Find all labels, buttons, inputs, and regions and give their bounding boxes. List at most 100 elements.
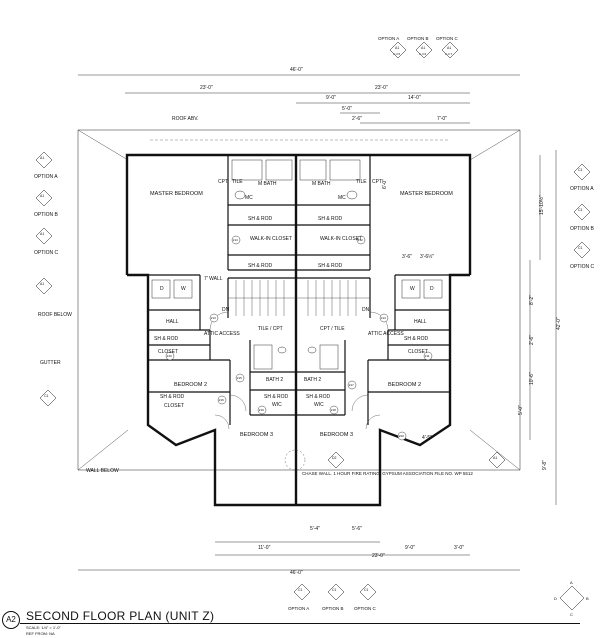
dim-overall-top: 46'-0": [290, 67, 303, 73]
dim-3-6: 3'-6": [402, 254, 412, 260]
dim-7-0: 7'-0": [437, 116, 447, 122]
room-bath2-right: BATH 2: [304, 377, 321, 383]
option-b-right: OPTION B: [570, 226, 595, 232]
room-master-right: MASTER BEDROOM: [400, 191, 453, 197]
option-b-bottom: OPTION B: [322, 606, 344, 611]
dim-8-2: 8'-2": [529, 295, 535, 305]
north-c: C: [570, 612, 573, 617]
north-b: B: [586, 596, 589, 601]
tag-left-c1: C1: [44, 394, 49, 398]
tag-a37: A-3.7: [445, 52, 453, 56]
option-a-bottom: OPTION A: [288, 606, 309, 611]
tag-a1b: A1: [421, 46, 425, 50]
room-shrod4-left: SH & ROD: [160, 394, 185, 400]
tag-a1: A1: [395, 46, 399, 50]
interior-walls: [148, 155, 450, 425]
label-chase-wall: CHASE WALL. 1 HOUR FIRE RATING, GYPSUM A…: [302, 471, 473, 476]
room-d-right: D: [430, 286, 434, 292]
dim-right-half: 23'-0": [375, 85, 388, 91]
room-bath2-left: BATH 2: [266, 377, 283, 383]
tag-right-c1-2: C1: [578, 208, 583, 212]
option-b-top: OPTION B: [407, 36, 429, 41]
dim-9-8: 9'-8": [542, 460, 548, 470]
room-master-left: MASTER BEDROOM: [150, 191, 203, 197]
label-gutter: GUTTER: [40, 360, 61, 366]
door-tag: 220: [399, 434, 404, 438]
tag-d2: D2: [332, 456, 337, 460]
room-d-left: D: [160, 286, 164, 292]
option-b-left: OPTION B: [34, 212, 59, 218]
option-c-right: OPTION C: [570, 264, 595, 270]
room-bedroom2-left: BEDROOM 2: [174, 382, 207, 388]
option-a-top: OPTION A: [378, 36, 399, 41]
dim-42-0: 42'-0": [556, 317, 562, 330]
tag-a1c: A1: [447, 46, 451, 50]
sheet-tag: A2: [2, 611, 20, 629]
room-shrod3-left: SH & ROD: [154, 336, 179, 342]
dim-4-5: 4'-5": [422, 435, 432, 441]
room-bedroom2-right: BEDROOM 2: [388, 382, 421, 388]
sheet-scale: SCALE: 1/4" = 1'-0": [26, 625, 61, 630]
tag-c1-b2: C1: [332, 588, 337, 592]
room-dn-left: DN: [222, 307, 230, 313]
north-a: A: [570, 580, 573, 585]
tag-a35: A-3.5: [393, 52, 401, 56]
dim-10-6: 10'-6": [529, 372, 535, 385]
door-tag: 216: [219, 398, 224, 402]
dim-5-4: 5'-4": [310, 526, 320, 532]
door-tag: 213: [381, 316, 386, 320]
north-d: D: [554, 596, 557, 601]
dim-left-half: 23'-0": [200, 85, 213, 91]
room-bedroom3-left: BEDROOM 3: [240, 432, 273, 438]
dim-3-0: 3'-0": [454, 545, 464, 551]
dim-overall-bottom: 46'-0": [290, 570, 303, 576]
room-shrod5-right: SH & ROD: [306, 394, 331, 400]
room-shrod1-left: SH & ROD: [248, 216, 273, 222]
room-w-right: W: [410, 286, 415, 292]
tag-c1-b1: C1: [298, 588, 303, 592]
sheet-title: SECOND FLOOR PLAN (UNIT Z): [26, 609, 215, 623]
tag-a36: A-3.6: [419, 52, 427, 56]
room-bedroom3-right: BEDROOM 3: [320, 432, 353, 438]
dim-23-0-bottom: 23'-0": [372, 553, 385, 559]
option-c-left: OPTION C: [34, 250, 59, 256]
dim-2-6b: 2'-6": [529, 335, 535, 345]
dim-9-0: 9'-0": [326, 95, 336, 101]
room-shrod3-right: SH & ROD: [404, 336, 429, 342]
room-attic-right: ATTIC ACCESS: [368, 331, 404, 337]
option-a-left: OPTION A: [34, 174, 58, 180]
label-wall-below: WALL BELOW: [86, 468, 119, 474]
door-tag: 214: [233, 238, 238, 242]
room-mbath-left: M BATH: [258, 181, 277, 187]
room-shrod2-right: SH & ROD: [318, 263, 343, 269]
room-cpt-right: CPT: [372, 179, 382, 185]
room-closet-right: CLOSET: [408, 349, 428, 355]
dim-9-0c: 9'-0": [405, 545, 415, 551]
room-shrod1-right: SH & ROD: [318, 216, 343, 222]
room-tile-right: TILE: [356, 179, 367, 185]
dim-14-0: 14'-0": [408, 95, 421, 101]
room-hall-left: HALL: [166, 319, 179, 325]
door-tag: 218: [331, 408, 336, 412]
roof-outline: [77, 129, 521, 471]
dim-5-0: 5'-0": [342, 106, 352, 112]
door-tag: 215: [237, 376, 242, 380]
dimension-lines: [78, 74, 557, 571]
room-w-left: W: [181, 286, 186, 292]
tag-right-c1-1: C1: [578, 168, 583, 172]
room-mc-left: MC: [245, 195, 253, 201]
door-tag: 212: [358, 238, 363, 242]
option-a-right: OPTION A: [570, 186, 594, 192]
door-tag: 211: [425, 354, 430, 358]
title-underline: [20, 623, 580, 624]
room-shrod5-left: SH & ROD: [264, 394, 289, 400]
room-wic-right: WIC: [314, 402, 324, 408]
door-tag-circles: [165, 235, 433, 441]
dim-11-0: 11'-0": [258, 545, 271, 551]
dim-6-0-right: 6'-0": [382, 179, 388, 189]
door-tag: 217: [349, 383, 354, 387]
room-mc-right: MC: [338, 195, 346, 201]
room-closet-left: CLOSET: [158, 349, 178, 355]
bath-fixtures: [151, 159, 443, 370]
